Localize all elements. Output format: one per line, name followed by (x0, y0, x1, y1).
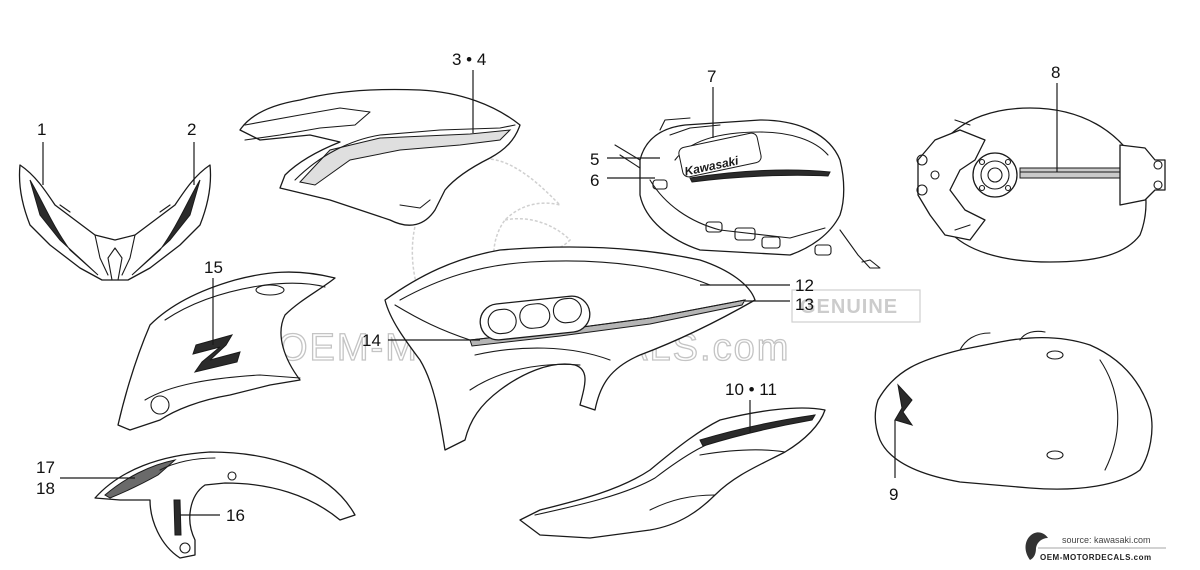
callout-13: 13 (795, 295, 814, 314)
watermark-badge-frame (791, 289, 921, 323)
side-shroud-part (117, 271, 336, 431)
callout-7: 7 (707, 67, 716, 86)
callout-14: 14 (362, 331, 381, 350)
fuel-tank-part: Kawasaki (614, 117, 881, 269)
callout-2: 2 (187, 120, 196, 139)
watermark-bird-icon (411, 157, 572, 362)
callout-12: 12 (795, 276, 814, 295)
callout-5: 5 (590, 150, 599, 169)
source-text: source: kawasaki.com (1062, 535, 1151, 545)
upper-fairing-part (239, 88, 521, 226)
callout-18: 18 (36, 479, 55, 498)
callout-17: 17 (36, 458, 55, 477)
source-bird-icon (1025, 532, 1048, 560)
watermark-badge: GENUINE (800, 296, 898, 318)
callout-3-4: 3 • 4 (452, 50, 486, 69)
callout-15: 15 (204, 258, 223, 277)
front-fender-part (94, 451, 356, 559)
callout-1: 1 (37, 120, 46, 139)
rear-cowl-part (519, 407, 826, 539)
rear-seat-cowl-part (874, 330, 1153, 490)
main-fairing-part (384, 246, 756, 451)
source-brand: OEM-MOTORDECALS.com (1040, 553, 1152, 562)
tank-top-view-part (916, 107, 1166, 263)
callout-8: 8 (1051, 63, 1060, 82)
callouts: 1 2 3 • 4 5 6 7 8 9 10 • 11 12 13 14 15 … (36, 50, 1060, 525)
headlight-cowl-part (18, 164, 212, 281)
callout-10-11: 10 • 11 (725, 380, 777, 399)
callout-9: 9 (889, 485, 898, 504)
leader-lines (42, 70, 1058, 516)
source-attribution: source: kawasaki.com OEM-MOTORDECALS.com (1025, 532, 1166, 562)
callout-6: 6 (590, 171, 599, 190)
callout-16: 16 (226, 506, 245, 525)
